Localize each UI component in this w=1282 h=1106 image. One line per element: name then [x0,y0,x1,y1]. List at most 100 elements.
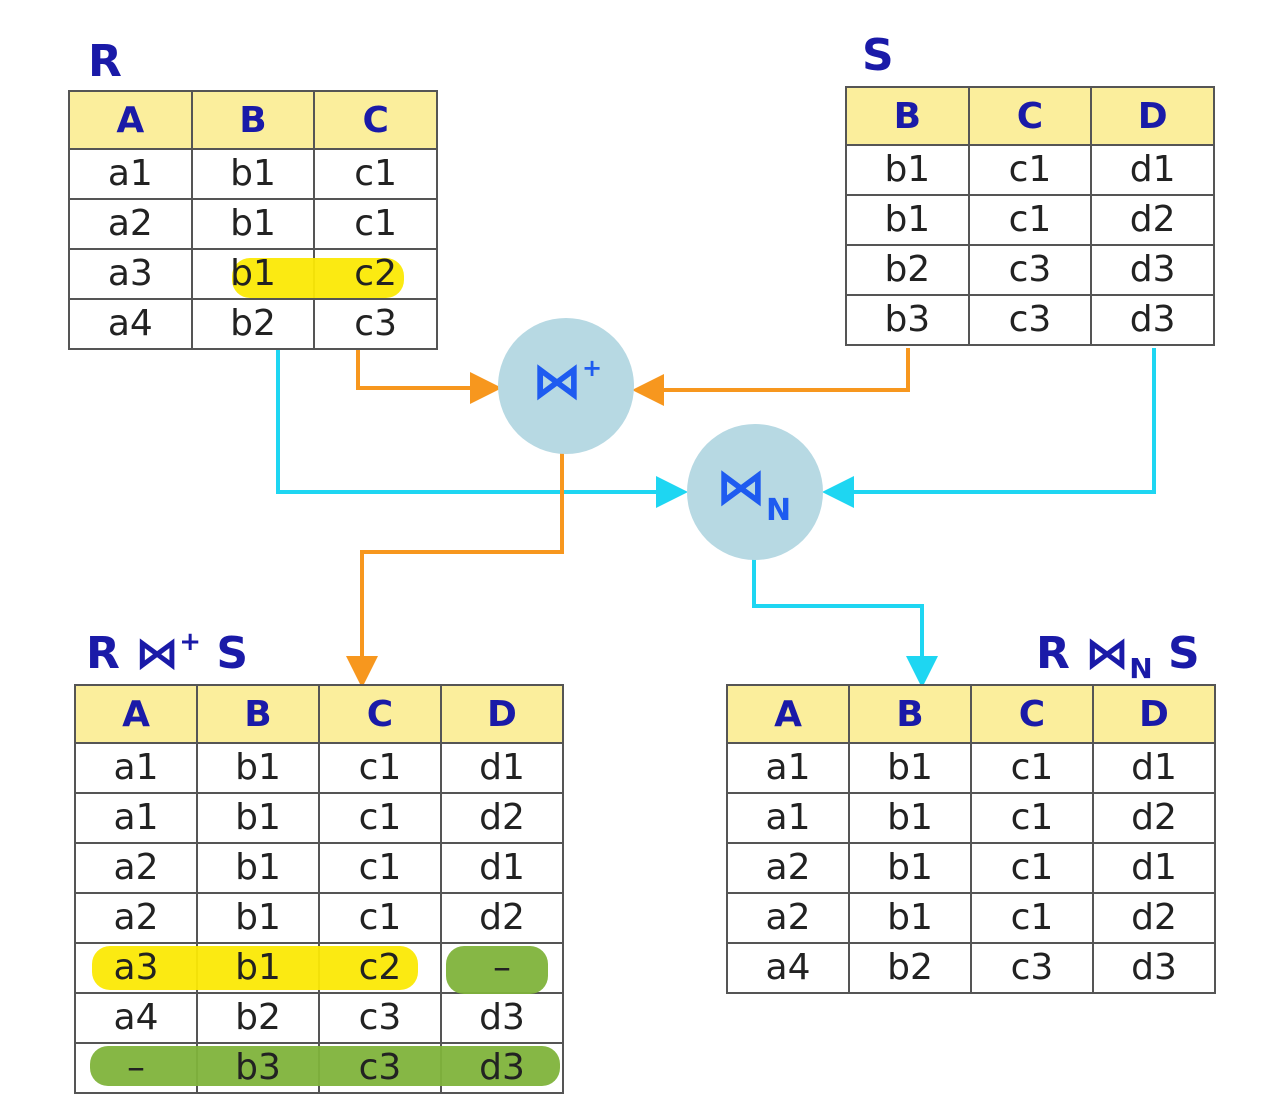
table-cell: c2 [313,248,438,300]
table-cell: a4 [74,992,198,1044]
cell-value: b1 [887,847,933,888]
table-cell: c1 [970,742,1094,794]
cell-value: a2 [765,847,811,888]
table-cell: c1 [970,792,1094,844]
table-cell: b1 [196,792,320,844]
cell-value: d3 [479,1047,525,1088]
table-cell: b2 [845,244,970,296]
cell-value: a3 [107,253,153,294]
table-cell: d1 [440,742,564,794]
table-cell: d2 [1092,892,1216,944]
bowtie-join-icon: ⋈ [135,628,180,679]
cell-value: c3 [1008,249,1052,290]
column-header: C [970,684,1094,744]
cell-value: – [493,947,511,988]
table-cell: d3 [440,992,564,1044]
table-cell: b1 [196,942,320,994]
table-cell: b1 [848,792,972,844]
column-header: B [848,684,972,744]
table-cell: d2 [1090,194,1215,246]
cell-value: b2 [230,303,276,344]
table-cell: c1 [313,198,438,250]
cell-value: d1 [1131,747,1177,788]
cell-value: d3 [1131,947,1177,988]
table-cell: a1 [74,742,198,794]
cell-value: c1 [354,203,397,244]
cell-value: d1 [479,847,525,888]
column-header: A [74,684,198,744]
table-cell: c1 [318,842,442,894]
table-cell: – [440,942,564,994]
cell-value: a4 [765,947,811,988]
cell-value: c3 [354,303,397,344]
cell-value: a2 [107,203,153,244]
table-cell: a3 [68,248,193,300]
table-cell: c1 [318,742,442,794]
cell-value: b1 [887,897,933,938]
table-cell: b1 [190,248,316,300]
table-cell: d1 [440,842,564,894]
relation-r-title: R [88,36,122,87]
cell-value: a2 [113,847,159,888]
table-cell: a1 [726,742,850,794]
cell-value: a2 [113,897,159,938]
cell-value: b1 [235,947,281,988]
column-header: A [68,90,193,150]
table-cell: d3 [440,1042,564,1094]
table-cell: d2 [440,892,564,944]
relation-s-title: S [862,30,894,81]
table-cell: b1 [196,742,320,794]
cell-value: b3 [884,299,931,340]
cell-value: c1 [1010,897,1054,938]
table-row: – b3 c3 d3 [74,1042,564,1094]
table-cell: d2 [440,792,564,844]
cell-value: b1 [235,897,281,938]
cell-value: c1 [1010,747,1054,788]
cell-value: b1 [235,747,281,788]
cell-value: c1 [358,847,402,888]
cell-value: b3 [235,1047,281,1088]
cell-value: – [127,1047,145,1088]
table-cell: a2 [74,842,198,894]
cell-value: c3 [1008,299,1052,340]
r-to-natural-join-arrow [276,348,688,508]
table-cell: c3 [967,244,1093,296]
column-header: B [196,684,320,744]
table-cell: c3 [318,1042,442,1094]
table-cell: a2 [68,198,193,250]
table-cell: c3 [318,992,442,1044]
cell-value: d1 [479,747,525,788]
cell-value: b1 [230,253,276,294]
cell-value: d2 [1131,897,1177,938]
cell-value: c1 [1008,199,1052,240]
outer-join-plus-mark: + [582,354,603,382]
table-cell: b2 [190,298,316,350]
table-cell: d2 [1092,792,1216,844]
natural-join-title-right: S [1167,628,1200,679]
cell-value: c1 [1010,797,1054,838]
table-row: a3 b1 c2 [68,248,438,300]
table-cell: b1 [848,842,972,894]
cell-value: c3 [358,997,402,1038]
cell-value: c3 [1010,947,1054,988]
table-cell: d3 [1092,942,1216,994]
table-cell: b1 [190,198,316,250]
column-header: D [1092,684,1216,744]
cell-value: a4 [113,997,159,1038]
table-cell: c1 [318,892,442,944]
cell-value: c1 [358,747,402,788]
cell-value: c2 [354,253,397,294]
column-header: A [726,684,850,744]
table-cell: a2 [726,842,850,894]
table-cell: c1 [313,148,438,200]
table-cell: b1 [848,742,972,794]
